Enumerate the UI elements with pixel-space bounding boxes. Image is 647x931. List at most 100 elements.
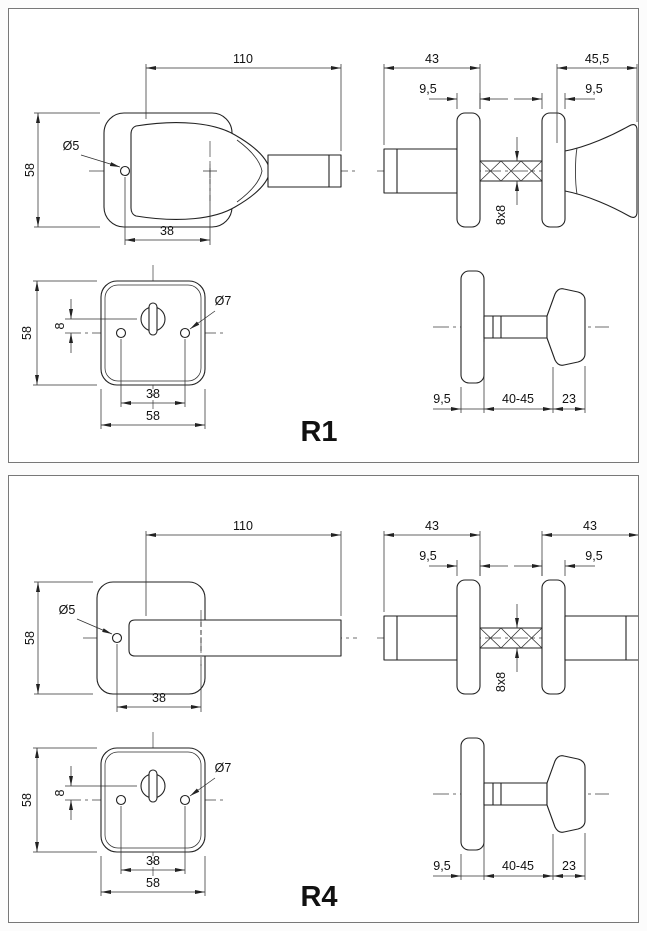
keyhole-slot xyxy=(148,769,158,803)
dim-right-rosette: 9,5 xyxy=(514,549,603,576)
dim-label: 38 xyxy=(160,224,174,238)
lever-bar xyxy=(128,619,342,657)
neck-cylinder xyxy=(383,148,458,194)
dim-hole-spacing: 38 xyxy=(124,177,211,245)
rosette-profile-left xyxy=(456,579,481,695)
dim-label: 9,5 xyxy=(433,859,450,873)
dim-label: 40-45 xyxy=(502,859,534,873)
dim-label: 9,5 xyxy=(433,392,450,406)
rosette-inner-edge xyxy=(104,284,202,382)
dim-rosette-width: 58 xyxy=(100,856,206,896)
dim-right-length: 45,5 xyxy=(556,52,638,143)
dim-length: 110 xyxy=(145,519,342,616)
rosette-profile-right xyxy=(541,579,566,695)
dim-label: Ø7 xyxy=(215,761,232,775)
dim-right-rosette: 9,5 xyxy=(514,82,603,109)
turn-knob xyxy=(546,288,586,366)
screw-hole-right xyxy=(179,794,191,806)
turn-knob xyxy=(546,755,586,833)
dim-length: 110 xyxy=(145,52,342,151)
dim-label: 8x8 xyxy=(494,205,508,225)
r1-rosette-view: Ø7 8 58 xyxy=(20,265,231,429)
dim-offset: 8 xyxy=(53,766,137,820)
knob-grip xyxy=(130,122,271,220)
dim-label: 110 xyxy=(233,519,253,533)
screw-hole-left xyxy=(115,327,127,339)
neck-cylinder xyxy=(267,154,342,188)
dim-chain: 9,5 40-45 23 xyxy=(433,342,586,413)
dim-label: 43 xyxy=(425,519,439,533)
dim-spindle: 8x8 xyxy=(494,604,519,692)
dim-rosette-width: 58 xyxy=(100,389,206,429)
dim-hole-spacing: 38 xyxy=(116,644,202,712)
dim-label: 8x8 xyxy=(494,672,508,692)
spindle-bar xyxy=(479,627,543,649)
dim-screw-dia: Ø7 xyxy=(189,761,232,797)
keyhole-slot xyxy=(148,302,158,336)
r4-turn-view: 9,5 40-45 23 xyxy=(433,737,609,880)
r1-drawing: 110 58 Ø5 38 xyxy=(20,52,638,448)
dim-label: 38 xyxy=(152,691,166,705)
dim-label: 9,5 xyxy=(419,82,436,96)
rosette-inner-edge xyxy=(104,751,202,849)
rosette-profile-left xyxy=(456,112,481,228)
dim-label: 40-45 xyxy=(502,392,534,406)
fixing-hole xyxy=(119,165,131,177)
r4-front-view: 110 58 Ø5 38 xyxy=(23,519,357,712)
dim-label: Ø5 xyxy=(59,603,76,617)
dim-rosette-height: 58 xyxy=(20,747,97,853)
dim-label: 43 xyxy=(583,519,597,533)
dim-hole-dia: Ø5 xyxy=(59,603,113,635)
spindle-bar xyxy=(479,160,543,182)
panel-r4: 110 58 Ø5 38 xyxy=(8,475,639,923)
panel-r1: 110 58 Ø5 38 xyxy=(8,8,639,463)
knob-joint xyxy=(575,147,578,195)
dim-offset: 8 xyxy=(53,299,137,353)
dim-screw-spacing: 38 xyxy=(120,339,186,407)
screw-hole-right xyxy=(179,327,191,339)
neck-cylinder-right xyxy=(564,615,638,661)
r1-side-view: 43 45,5 9,5 xyxy=(377,52,638,228)
model-label: R4 xyxy=(300,881,337,913)
dim-label: 58 xyxy=(146,876,160,890)
dim-label: 58 xyxy=(23,163,37,177)
dim-chain: 9,5 40-45 23 xyxy=(433,809,586,880)
dim-label: 58 xyxy=(20,793,34,807)
dim-screw-dia: Ø7 xyxy=(189,294,232,330)
rosette-profile xyxy=(460,270,485,384)
model-label: R1 xyxy=(300,416,337,448)
knob-profile xyxy=(564,124,638,218)
dim-left-rosette: 9,5 xyxy=(419,82,508,109)
dim-spindle: 8x8 xyxy=(494,137,519,225)
r4-rosette-view: Ø7 8 58 xyxy=(20,732,231,896)
dim-label: 38 xyxy=(146,854,160,868)
dim-label: 9,5 xyxy=(419,549,436,563)
dim-label: Ø7 xyxy=(215,294,232,308)
dim-label: 110 xyxy=(233,52,253,66)
dim-label: 38 xyxy=(146,387,160,401)
grip-contour xyxy=(236,139,263,203)
r4-drawing: 110 58 Ø5 38 xyxy=(20,519,638,913)
r1-front-view: 110 58 Ø5 38 xyxy=(23,52,357,245)
rosette-profile-right xyxy=(541,112,566,228)
dim-label: 58 xyxy=(146,409,160,423)
dim-height: 58 xyxy=(23,581,93,695)
dim-rosette-height: 58 xyxy=(20,280,97,386)
dim-label: 9,5 xyxy=(585,549,602,563)
dim-label: 58 xyxy=(23,631,37,645)
dim-label: 43 xyxy=(425,52,439,66)
fixing-hole xyxy=(111,632,123,644)
screw-hole-left xyxy=(115,794,127,806)
dim-label: 8 xyxy=(53,789,67,796)
rosette-profile xyxy=(460,737,485,851)
dim-label: 8 xyxy=(53,322,67,329)
dim-label: 9,5 xyxy=(585,82,602,96)
dim-label: 23 xyxy=(562,859,576,873)
dim-screw-spacing: 38 xyxy=(120,806,186,874)
dim-label: 23 xyxy=(562,392,576,406)
neck-cylinder-left xyxy=(383,615,458,661)
dim-left-rosette: 9,5 xyxy=(419,549,508,576)
dim-label: 45,5 xyxy=(585,52,609,66)
dim-height: 58 xyxy=(23,112,100,228)
